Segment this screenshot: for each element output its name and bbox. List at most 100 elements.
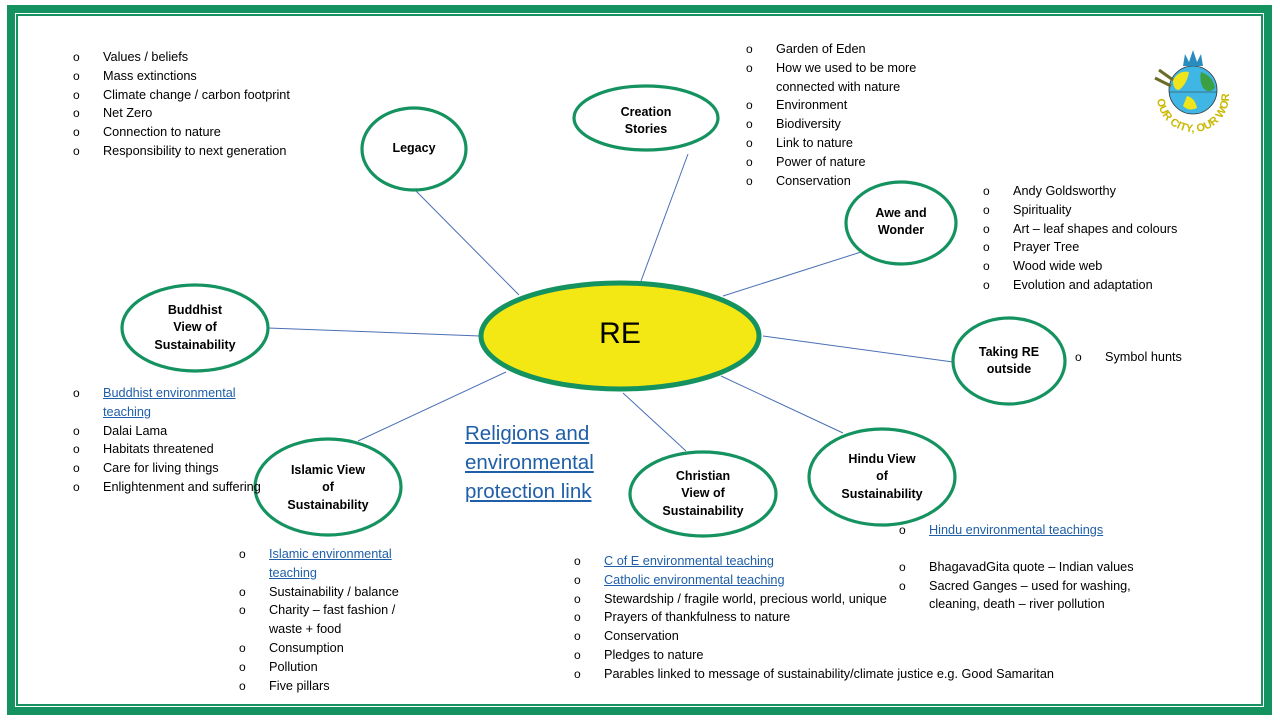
node-buddhist-view[interactable]	[120, 283, 270, 373]
bullet-icon: o	[983, 221, 990, 236]
list-item-text: BhagavadGita quote – Indian values	[929, 559, 1134, 574]
buddhist-label-line: Sustainability	[154, 337, 236, 352]
list-item[interactable]: o Catholic environmental teaching	[574, 571, 1134, 590]
list-item-text: Dalai Lama	[103, 423, 168, 438]
connector-hindu	[720, 375, 844, 434]
node-legacy[interactable]	[360, 106, 468, 192]
connector-legacy	[415, 190, 520, 296]
node-creation-stories[interactable]	[572, 84, 720, 152]
religions-environmental-link[interactable]: Religions and environmental protection l…	[465, 422, 594, 503]
list-item[interactable]: o Islamic environmental teaching	[239, 545, 429, 583]
globe-land-icon	[1200, 72, 1215, 91]
hindu-label-line: of	[876, 469, 888, 484]
bullet-icon: o	[73, 461, 80, 476]
awe-label-line: Wonder	[877, 223, 925, 237]
bullet-icon: o	[73, 106, 80, 121]
outside-label-line: Taking RE	[978, 344, 1040, 359]
list-item-text: Enlightenment and suffering	[103, 479, 261, 494]
awe-label-line: Awe and	[875, 205, 927, 220]
list-item-text: How we used to be more connected with na…	[776, 60, 917, 94]
connector-outside	[762, 335, 954, 363]
bullet-icon: o	[574, 572, 581, 587]
legacy-label-text: Legacy	[392, 141, 436, 156]
node-hindu-view[interactable]	[807, 427, 957, 527]
list-item: o Net Zero	[73, 104, 353, 123]
bullet-icon: o	[73, 442, 80, 457]
list-item-link[interactable]: Islamic environmental teaching	[269, 547, 392, 580]
bullet-icon: o	[239, 659, 246, 674]
bullet-icon: o	[899, 578, 906, 593]
list-item-text: Pledges to nature	[604, 647, 704, 662]
center-node-label: RE	[599, 317, 641, 350]
list-item-text: Power of nature	[776, 154, 866, 169]
list-item-link[interactable]: Buddhist environmental teaching	[103, 386, 236, 419]
list-item-text: Parables linked to message of sustainabi…	[604, 666, 1054, 681]
christian-label-line: View of	[681, 486, 725, 501]
bullet-icon: o	[73, 87, 80, 102]
creation-label-line: Stories	[624, 122, 668, 136]
bullet-icon: o	[746, 173, 753, 188]
list-item-link[interactable]: Hindu environmental teachings	[929, 523, 1104, 537]
node-awe-and-wonder[interactable]	[844, 180, 958, 266]
node-re-center[interactable]	[478, 280, 762, 392]
list-item-text: Consumption	[269, 640, 344, 655]
christian-label-line: Sustainability	[662, 503, 744, 518]
list-item-text: Mass extinctions	[103, 68, 197, 83]
list-item-link[interactable]: C of E environmental teaching	[604, 554, 774, 568]
our-city-our-world-logo: OUR CITY, OUR WORLD	[1143, 40, 1232, 135]
connector-christian	[622, 392, 687, 452]
list-item: o Sacred Ganges – used for washing, clean…	[899, 577, 1149, 615]
list-item-text: Sustainability / balance	[269, 584, 399, 599]
bullet-icon: o	[899, 523, 906, 537]
list-item[interactable]: o Hindu environmental teachings	[899, 521, 1149, 540]
bullet-icon: o	[73, 423, 80, 438]
bullet-icon: o	[73, 68, 80, 83]
node-islamic-view[interactable]	[253, 437, 403, 537]
list-item-text: Evolution and adaptation	[1013, 277, 1153, 292]
list-item-text: Values / beliefs	[103, 50, 189, 64]
node-taking-re-outside[interactable]	[951, 316, 1067, 406]
bullet-icon: o	[239, 547, 246, 561]
bullet-icon: o	[746, 135, 753, 150]
bullet-icon: o	[239, 678, 246, 693]
list-item-text: Net Zero	[103, 106, 153, 121]
list-item-text: Sacred Ganges – used for washing, cleani…	[929, 578, 1131, 612]
inner-frame-border	[16, 14, 1263, 706]
hindu-label-line: Sustainability	[841, 486, 923, 501]
bullet-icon: o	[73, 143, 80, 158]
list-item-text: Link to nature	[776, 135, 853, 150]
list-item: o Care for living things	[73, 459, 263, 478]
node-christian-view[interactable]	[628, 450, 778, 538]
list-item-text: Care for living things	[103, 461, 219, 476]
list-item-text: Prayer Tree	[1013, 240, 1080, 255]
list-item-link[interactable]: Catholic environmental teaching	[604, 572, 785, 587]
list-item-text: Climate change / carbon footprint	[103, 87, 290, 102]
list-item: o Link to nature	[746, 134, 936, 153]
node-buddhist-label: Buddhist View of Sustainability	[125, 301, 265, 355]
bullet-icon: o	[1075, 350, 1082, 364]
list-item: o Mass extinctions	[73, 67, 353, 86]
islamic-label-line: of	[322, 480, 334, 495]
hindu-label-line: Hindu View	[848, 451, 916, 466]
tree-icon	[1154, 68, 1174, 88]
